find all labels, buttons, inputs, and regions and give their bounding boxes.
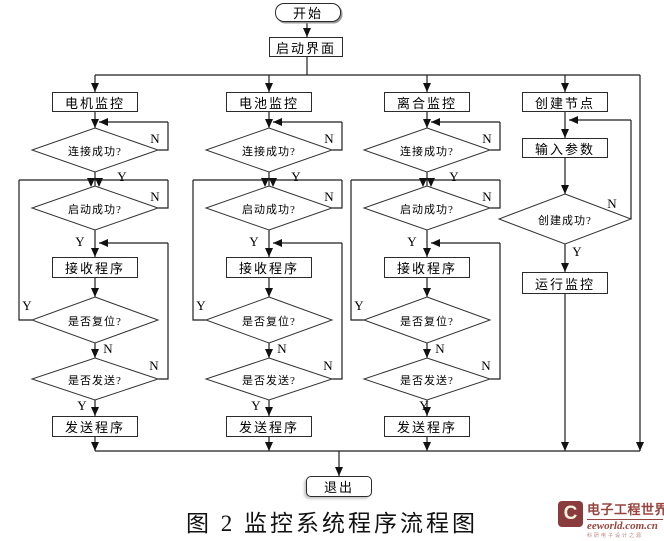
flow-lines bbox=[564, 112, 632, 451]
column-clutch-connectors bbox=[350, 112, 501, 451]
connect-decision-label: 连接成功? bbox=[400, 146, 454, 158]
reset-decision-label: 是否复位? bbox=[242, 316, 296, 328]
reset-decision-label: 是否复位? bbox=[68, 316, 122, 328]
no-label: N bbox=[482, 131, 492, 146]
decision-diamond-reset bbox=[204, 296, 334, 344]
send-program-node: 发送程序 bbox=[52, 416, 138, 437]
exit-node: 退出 bbox=[306, 476, 372, 497]
input-params-node: 输入参数 bbox=[522, 138, 608, 158]
flow-lines bbox=[94, 22, 641, 476]
watermark-slogan: 科研电子设计之源 bbox=[587, 534, 644, 539]
yes-label: Y bbox=[291, 169, 301, 184]
column-node-connectors bbox=[497, 112, 633, 451]
startup-decision-label: 启动成功? bbox=[68, 204, 122, 216]
no-label: N bbox=[324, 189, 334, 204]
column-battery-connectors bbox=[192, 112, 343, 451]
send-program-node: 发送程序 bbox=[226, 416, 312, 437]
yes-label: Y bbox=[77, 398, 87, 413]
no-label: N bbox=[482, 189, 492, 204]
decision-diamond-connect bbox=[362, 127, 492, 173]
no-label: N bbox=[103, 341, 113, 356]
send-decision-label: 是否发送? bbox=[68, 375, 122, 387]
decision-diamond-created bbox=[497, 193, 633, 245]
decision-diamond-send bbox=[362, 357, 492, 401]
no-label: N bbox=[481, 358, 491, 373]
yes-label: Y bbox=[196, 298, 206, 313]
no-label: N bbox=[150, 131, 160, 146]
no-label: N bbox=[323, 358, 333, 373]
send-decision-label: 是否发送? bbox=[400, 375, 454, 387]
connect-decision-label: 连接成功? bbox=[242, 146, 296, 158]
yes-label: Y bbox=[75, 234, 85, 249]
watermark-site-name: 电子工程世界 bbox=[587, 499, 664, 520]
receive-program-node: 接收程序 bbox=[52, 257, 138, 278]
connect-decision-label: 连接成功? bbox=[68, 146, 122, 158]
eeworld-logo-icon: C bbox=[558, 501, 583, 527]
startup-decision-label: 启动成功? bbox=[242, 204, 296, 216]
no-label: N bbox=[277, 341, 287, 356]
decision-diamond-reset bbox=[362, 296, 492, 344]
no-label: N bbox=[324, 131, 334, 146]
no-label: N bbox=[149, 358, 159, 373]
yes-label: Y bbox=[22, 298, 32, 313]
decision-diamond-connect bbox=[30, 127, 160, 173]
start-node: 开始 bbox=[275, 3, 341, 22]
receive-program-node: 接收程序 bbox=[384, 257, 470, 278]
decision-diamond-startup bbox=[204, 185, 334, 231]
yes-label: Y bbox=[419, 398, 429, 413]
run-monitor-node: 运行监控 bbox=[522, 272, 608, 294]
no-label: N bbox=[607, 196, 617, 211]
startup-decision-label: 启动成功? bbox=[400, 204, 454, 216]
battery-monitor-node: 电池监控 bbox=[226, 92, 312, 112]
column-motor-connectors bbox=[18, 112, 169, 451]
watermark-site-url: eeworld.com.cn bbox=[587, 520, 658, 532]
create-node-node: 创建节点 bbox=[522, 92, 608, 112]
yes-label: Y bbox=[354, 298, 364, 313]
eeworld-watermark: C 电子工程世界 eeworld.com.cn 科研电子设计之源 bbox=[556, 498, 664, 540]
trunk-connectors bbox=[91, 22, 644, 476]
yes-label: Y bbox=[449, 169, 459, 184]
decision-diamond-reset bbox=[30, 296, 160, 344]
yes-label: Y bbox=[251, 398, 261, 413]
no-label: N bbox=[435, 341, 445, 356]
decision-diamond-connect bbox=[204, 127, 334, 173]
yes-label: Y bbox=[117, 169, 127, 184]
decision-diamond-startup bbox=[30, 185, 160, 231]
no-label: N bbox=[150, 189, 160, 204]
decision-diamond-send bbox=[204, 357, 334, 401]
receive-program-node: 接收程序 bbox=[226, 257, 312, 278]
eeworld-text-block: 电子工程世界 eeworld.com.cn 科研电子设计之源 bbox=[587, 499, 664, 540]
reset-decision-label: 是否复位? bbox=[400, 316, 454, 328]
clutch-monitor-node: 离合监控 bbox=[384, 92, 470, 112]
figure-caption: 图 2 监控系统程序流程图 bbox=[186, 511, 478, 536]
yes-label: Y bbox=[572, 244, 582, 259]
decision-diamond-send bbox=[30, 357, 160, 401]
created-decision-label: 创建成功? bbox=[538, 215, 592, 227]
send-program-node: 发送程序 bbox=[384, 416, 470, 437]
motor-monitor-node: 电机监控 bbox=[52, 92, 138, 112]
yes-label: Y bbox=[407, 234, 417, 249]
decision-diamond-startup bbox=[362, 185, 492, 231]
yes-label: Y bbox=[249, 234, 259, 249]
init-screen-node: 启动界面 bbox=[269, 37, 343, 57]
send-decision-label: 是否发送? bbox=[242, 375, 296, 387]
